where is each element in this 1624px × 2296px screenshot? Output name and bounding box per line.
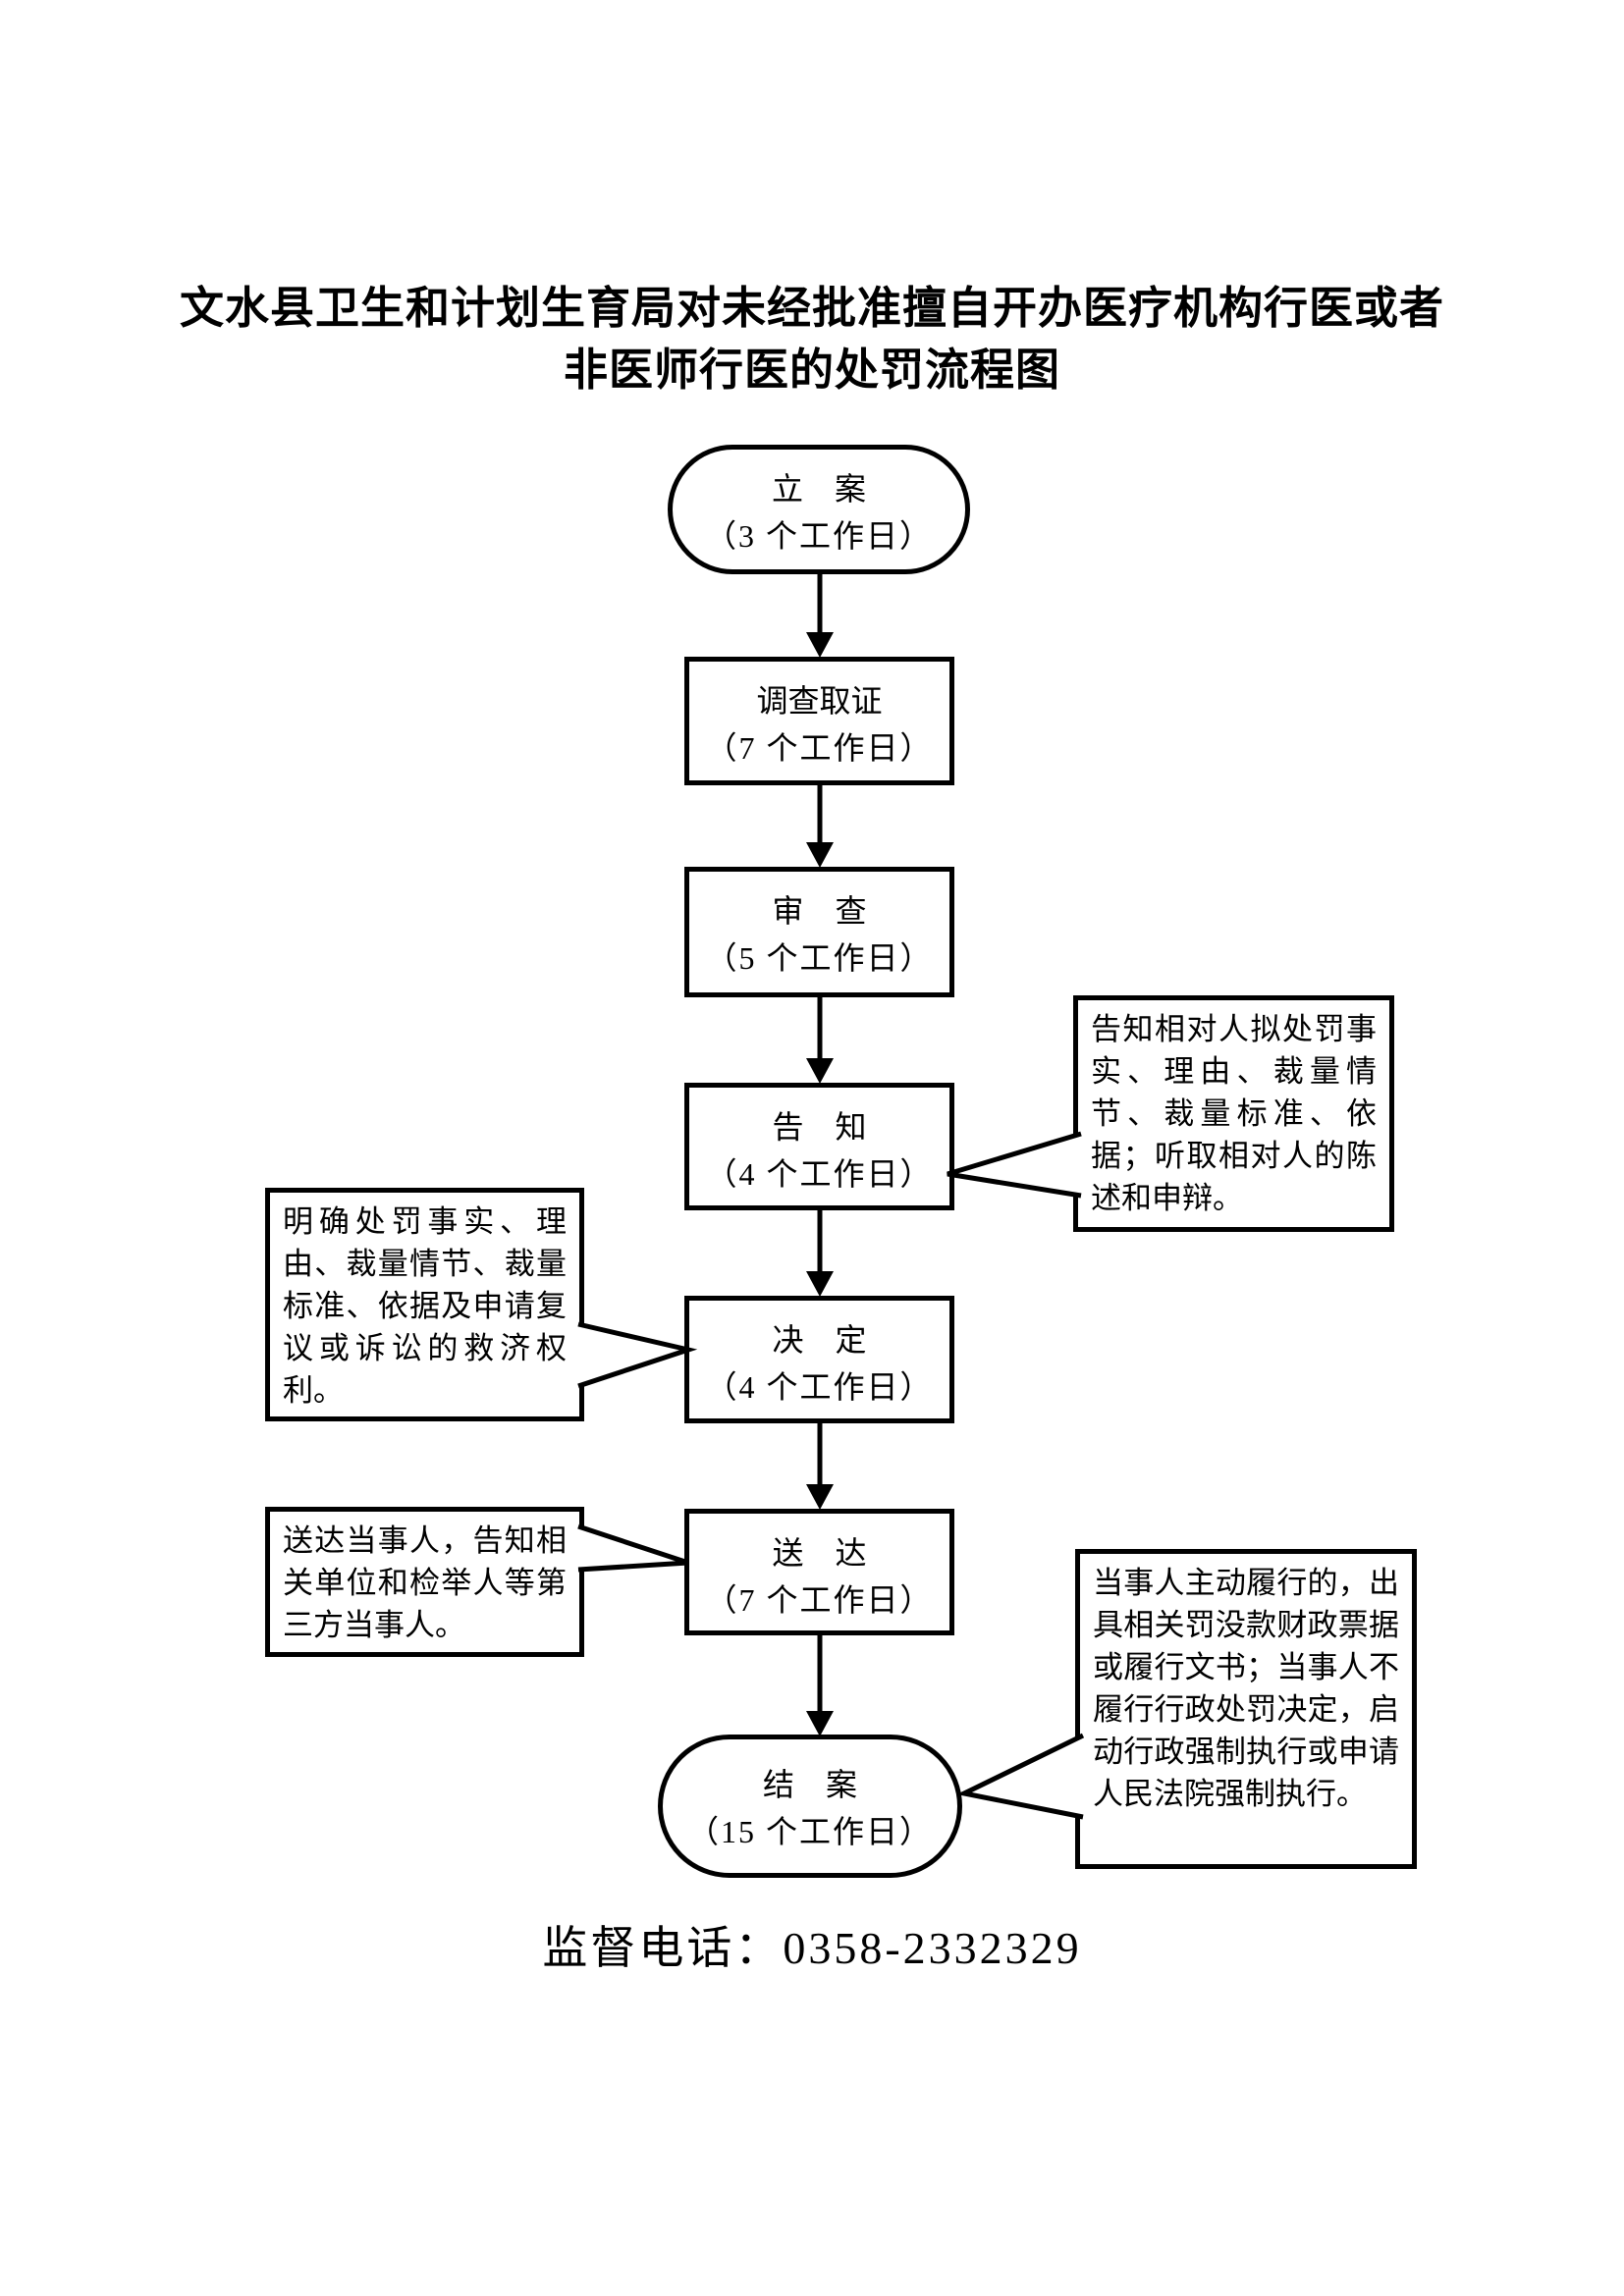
- node-duration: （4 个工作日）: [705, 1369, 934, 1405]
- node-duration: （4 个工作日）: [705, 1156, 934, 1192]
- node-duration: （5 个工作日）: [705, 940, 934, 976]
- node-label: 决 定: [772, 1322, 867, 1358]
- flow-node-decision: 决 定 （4 个工作日）: [684, 1296, 954, 1423]
- callout-tail: [956, 1733, 1085, 1820]
- callout-tail: [577, 1321, 698, 1389]
- callout-decision-note: 明确处罚事实、理由、裁量情节、裁量标准、依据及申请复议或诉讼的救济权利。: [265, 1188, 584, 1421]
- callout-text: 告知相对人拟处罚事实、理由、裁量情节、裁量标准、依据；听取相对人的陈述和申辩。: [1091, 1012, 1377, 1215]
- callout-delivery-note: 送达当事人，告知相关单位和检举人等第三方当事人。: [265, 1507, 584, 1657]
- node-duration: （7 个工作日）: [705, 1582, 934, 1618]
- node-duration: （7 个工作日）: [705, 730, 934, 766]
- node-label: 审 查: [772, 893, 867, 929]
- down-arrow-icon: [806, 1058, 834, 1084]
- callout-notification-note: 告知相对人拟处罚事实、理由、裁量情节、裁量标准、依据；听取相对人的陈述和申辩。: [1073, 995, 1394, 1232]
- flow-node-review: 审 查 （5 个工作日）: [684, 867, 954, 997]
- callout-text: 当事人主动履行的，出具相关罚没款财政票据或履行文书；当事人不履行行政处罚决定，启…: [1093, 1566, 1399, 1811]
- down-arrow-icon: [806, 1271, 834, 1297]
- node-duration: （15 个工作日）: [686, 1814, 933, 1849]
- flow-node-case-filing: 立 案 （3 个工作日）: [668, 445, 970, 574]
- down-arrow-icon: [806, 1484, 834, 1510]
- callout-tail: [947, 1131, 1082, 1199]
- callout-text: 明确处罚事实、理由、裁量情节、裁量标准、依据及申请复议或诉讼的救济权利。: [283, 1204, 567, 1408]
- down-arrow-icon: [806, 1711, 834, 1736]
- node-duration: （3 个工作日）: [704, 518, 933, 554]
- supervision-phone: 监督电话：0358-2332329: [542, 1923, 1082, 1973]
- down-arrow-icon: [806, 842, 834, 868]
- node-label: 告 知: [772, 1109, 867, 1145]
- flow-node-investigation: 调查取证 （7 个工作日）: [684, 657, 954, 785]
- node-label: 送 达: [772, 1535, 867, 1571]
- node-label: 立 案: [771, 471, 866, 507]
- callout-text: 送达当事人，告知相关单位和检举人等第三方当事人。: [283, 1523, 567, 1642]
- callout-closing-note: 当事人主动履行的，出具相关罚没款财政票据或履行文书；当事人不履行行政处罚决定，启…: [1075, 1549, 1417, 1869]
- page-title: 文水县卫生和计划生育局对未经批准擅自开办医疗机构行医或者 非医师行医的处罚流程图: [0, 277, 1624, 400]
- page-title-line-1: 文水县卫生和计划生育局对未经批准擅自开办医疗机构行医或者: [179, 283, 1444, 333]
- node-label: 结 案: [762, 1767, 857, 1802]
- node-label: 调查取证: [756, 683, 883, 719]
- flow-node-case-closing: 结 案 （15 个工作日）: [658, 1735, 962, 1878]
- callout-tail: [577, 1523, 689, 1573]
- down-arrow-icon: [806, 632, 834, 658]
- flow-node-delivery: 送 达 （7 个工作日）: [684, 1509, 954, 1635]
- page-title-line-2: 非医师行医的处罚流程图: [563, 345, 1060, 395]
- flow-node-notification: 告 知 （4 个工作日）: [684, 1083, 954, 1210]
